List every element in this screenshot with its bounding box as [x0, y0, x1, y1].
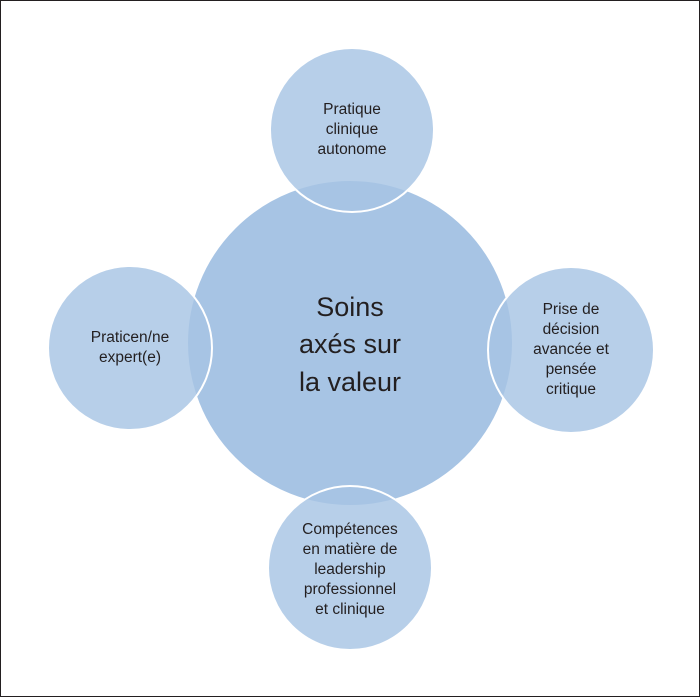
- center-label: Soins axés sur la valeur: [298, 292, 402, 397]
- node-circle-right: [487, 266, 655, 434]
- node-circle-top: [269, 47, 435, 213]
- node-circle-bottom: [267, 485, 433, 651]
- node-circle-left: [47, 265, 213, 431]
- node-label-top: Pratique clinique autonome: [317, 100, 387, 159]
- node-label-right: Prise de décision avancée et pensée crit…: [533, 300, 609, 399]
- node-label-bottom: Compétences en matière de leadership pro…: [302, 520, 398, 619]
- node-label-left: Praticen/ne expert(e): [90, 328, 170, 366]
